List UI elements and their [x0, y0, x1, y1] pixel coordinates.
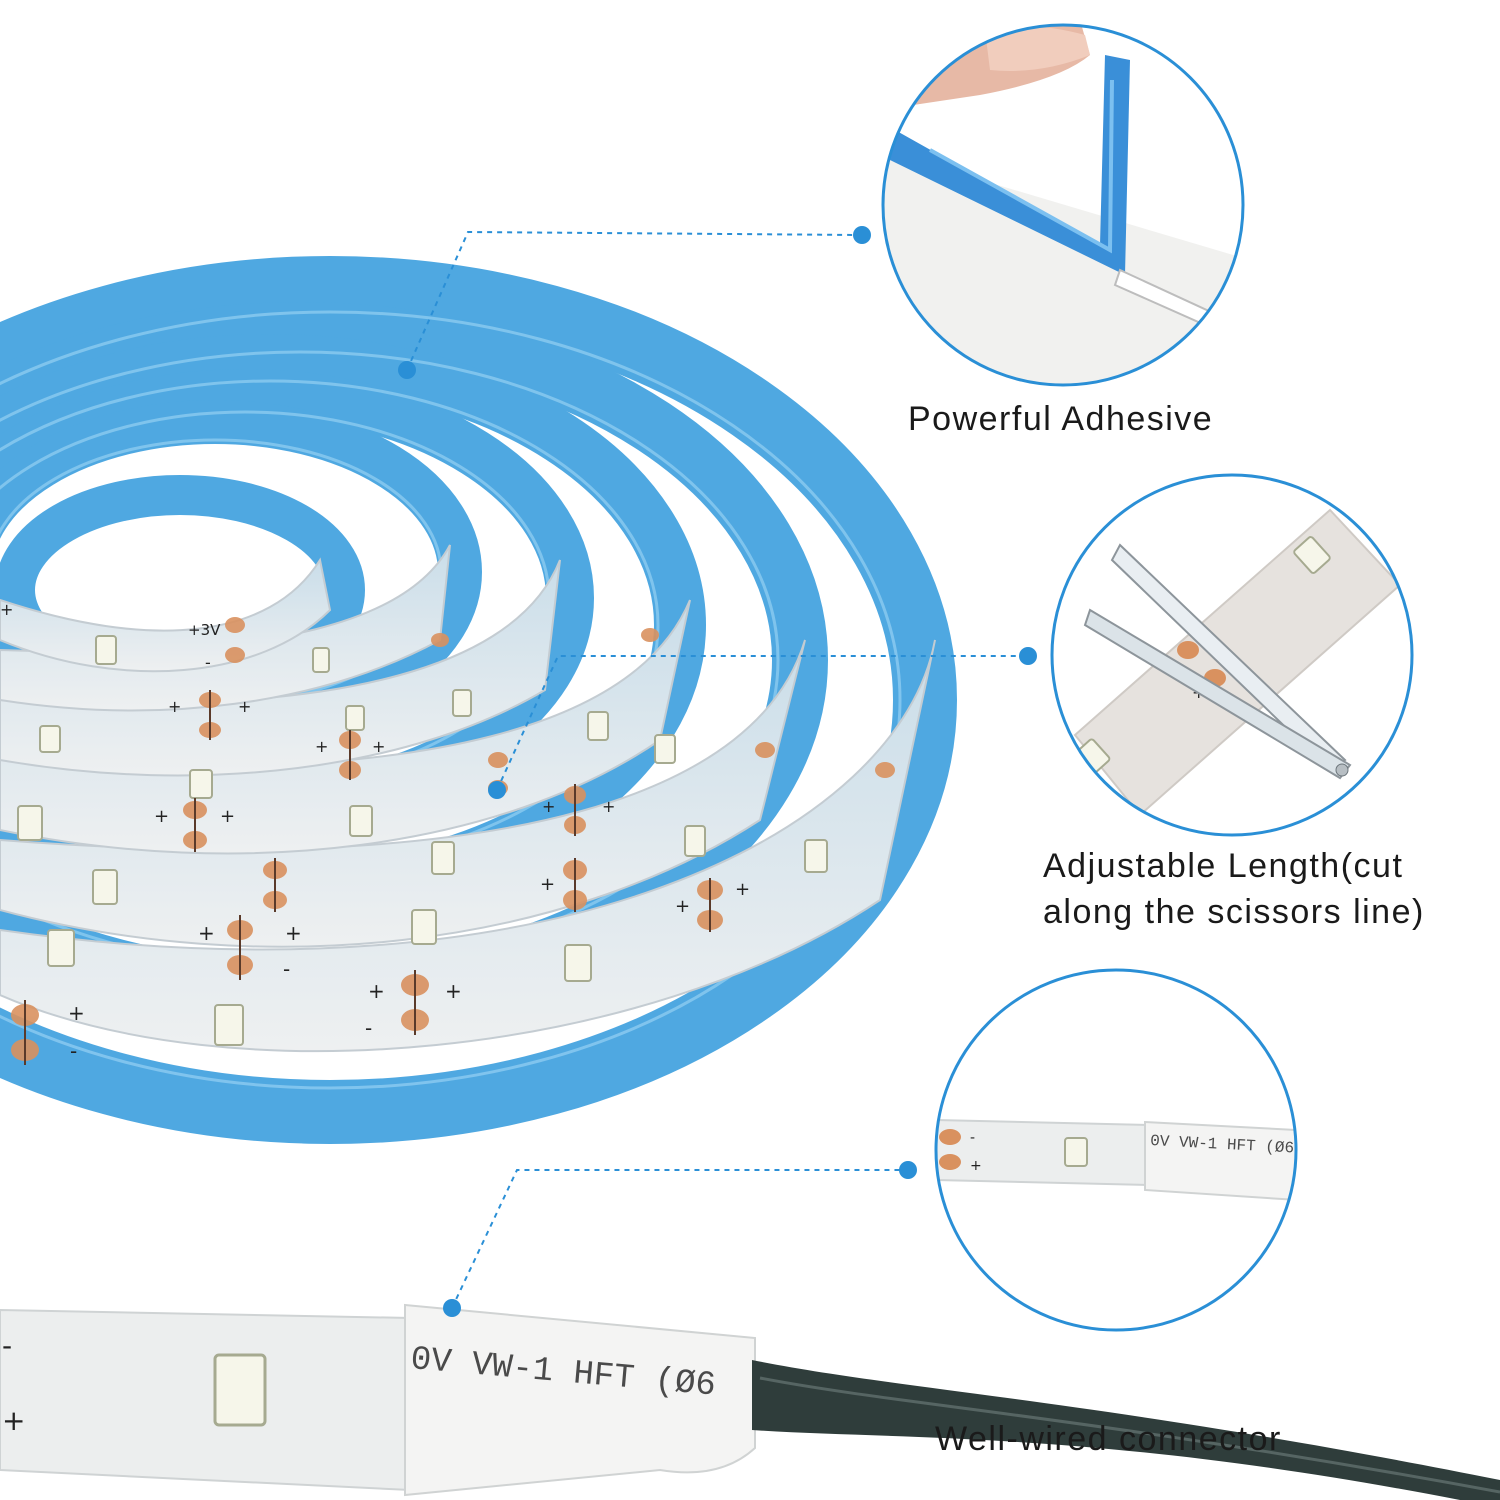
plus-mark: + — [735, 879, 750, 900]
inset-strip — [936, 1118, 1151, 1187]
plus-mark: + — [238, 697, 251, 716]
plus-mark: + — [602, 797, 615, 816]
callout-dot — [1019, 647, 1037, 665]
detail-frame — [934, 968, 1298, 1332]
callout-dot — [899, 1161, 917, 1179]
detail-frame — [881, 23, 1245, 387]
minus-mark: - — [2, 1329, 12, 1362]
caption-length-line1: Adjustable Length(cut — [1043, 847, 1404, 885]
plus-mark: + — [0, 600, 13, 619]
callout-lines — [406, 230, 1026, 1309]
detail-frame — [1050, 473, 1414, 837]
connector-assembly: - + 0V VW-1 HFT (Ø6 — [0, 1303, 1500, 1500]
minus-mark: - — [970, 1130, 975, 1146]
cable-highlight — [759, 1376, 1500, 1494]
plus-mark: + — [540, 874, 555, 895]
callout-dot — [398, 361, 416, 379]
detail-cut: + — [1050, 473, 1414, 837]
caption-adhesive: Powerful Adhesive — [908, 400, 1214, 438]
plus-mark: + — [675, 896, 690, 917]
backing-surface — [883, 150, 1243, 385]
plus-mark: + — [542, 797, 555, 816]
plus-mark: + — [168, 697, 181, 716]
detail-connector: - + 0V VW-1 HFT (Ø6 — [934, 968, 1298, 1332]
peeled-tape — [890, 55, 1130, 275]
caption-connector: Well-wired connector — [935, 1420, 1282, 1458]
plus-mark: + — [970, 1158, 982, 1174]
plus-mark: + — [68, 1001, 85, 1025]
foreground-led — [213, 1353, 267, 1427]
voltage-label: +3V — [188, 621, 221, 639]
foreground-strip — [0, 1308, 411, 1492]
plus-mark: + — [220, 806, 235, 827]
scissor-blade-lower — [1083, 608, 1352, 780]
callout-dot — [443, 1299, 461, 1317]
minus-mark: - — [70, 1039, 77, 1063]
plus-mark: + — [372, 737, 385, 756]
caption-length-line2: along the scissors line) — [1043, 893, 1425, 931]
plus-mark: + — [315, 737, 328, 756]
minus-mark: - — [205, 653, 211, 672]
callout-dot — [488, 781, 506, 799]
plus-mark: + — [368, 979, 385, 1003]
callout-dots — [398, 226, 1037, 1317]
cut-lines — [24, 690, 711, 1065]
minus-mark: - — [283, 957, 290, 981]
connector-sleeve — [404, 1303, 756, 1497]
inset-sleeve — [1144, 1120, 1296, 1202]
callout-dot — [853, 226, 871, 244]
led-strip-reel: +3V + - + + + + + + + + + + + + + + + + … — [0, 256, 957, 1144]
minus-mark: - — [365, 1016, 372, 1040]
led-chips — [17, 635, 828, 1046]
plus-mark: + — [198, 921, 215, 945]
plus-mark: + — [445, 979, 462, 1003]
detail-adhesive — [881, 23, 1245, 387]
plus-mark: + — [2, 1404, 25, 1437]
plus-mark: + — [154, 806, 169, 827]
plus-mark: + — [285, 921, 302, 945]
polarity-marks: +3V + - + + + + + + + + + + + + + + + + … — [0, 600, 750, 1063]
